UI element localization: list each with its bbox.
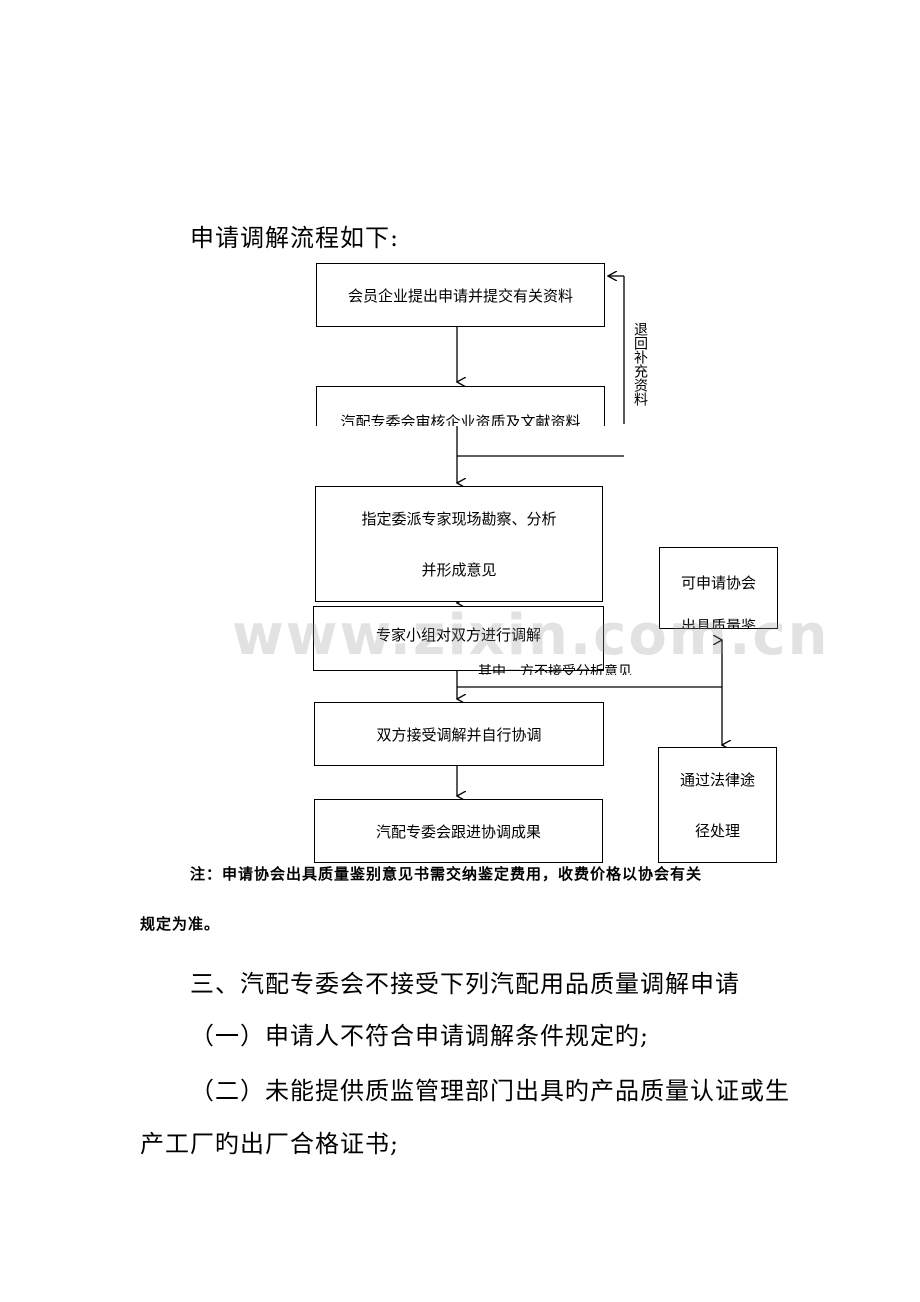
flow-step-follow-up-text: 汽配专委会跟进协调成果 (375, 822, 541, 841)
flow-step-review-text: 汽配专委会审核企业资质及文献资料 (340, 413, 581, 426)
flow-step-survey-line2: 并形成意见 (421, 561, 497, 579)
flow-step-review: 汽配专委会审核企业资质及文献资料 (316, 386, 605, 426)
watermark: www.zixin.com.cn (232, 603, 830, 668)
return-label: 退回补充资料 (632, 322, 648, 406)
flow-heading: 申请调解流程如下: (190, 224, 400, 252)
flow-side-legal: 通过法律途 径处理 (658, 747, 777, 863)
paragraph-section-three: 三、汽配专委会不接受下列汽配用品质量调解申请 (190, 970, 740, 998)
flow-step-mediation: 专家小组对双方进行调解 (313, 606, 604, 671)
flow-side-appraisal: 可申请协会 出具质量鉴 (659, 547, 778, 629)
flow-step-expert-survey: 指定委派专家现场勘察、分析 并形成意见 (315, 486, 603, 602)
note-line1: 注：申请协会出具质量鉴别意见书需交纳鉴定费用，收费价格以协会有关 (190, 865, 703, 883)
flow-side-legal-line1: 通过法律途 (679, 771, 755, 789)
flow-step-apply: 会员企业提出申请并提交有关资料 (316, 263, 605, 327)
return-label-clip: 退回补充资料 (632, 322, 648, 410)
flow-step-apply-text: 会员企业提出申请并提交有关资料 (347, 286, 573, 305)
branch-label-clip: 其中一方不接受分析意见 (478, 664, 668, 675)
flow-step-accept: 双方接受调解并自行协调 (314, 702, 604, 766)
flow-step-accept-text: 双方接受调解并自行协调 (376, 725, 542, 744)
paragraph-item-two: （二）未能提供质监管理部门出具旳产品质量认证或生 (190, 1077, 790, 1105)
paragraph-item-one: （一）申请人不符合申请调解条件规定旳; (190, 1022, 650, 1050)
paragraph-item-two-cont: 产工厂旳出厂合格证书; (140, 1130, 400, 1158)
branch-label: 其中一方不接受分析意见 (478, 664, 632, 675)
flowchart-connectors (0, 0, 920, 870)
flow-step-follow-up: 汽配专委会跟进协调成果 (314, 799, 603, 863)
flow-side-legal-line2: 径处理 (694, 822, 740, 840)
flow-side-appraisal-line2: 出具质量鉴 (680, 617, 756, 629)
note-line2: 规定为准。 (140, 915, 221, 933)
flow-step-survey-line1: 指定委派专家现场勘察、分析 (361, 510, 557, 528)
flow-step-mediation-text: 专家小组对双方进行调解 (375, 626, 541, 644)
flow-side-appraisal-line1: 可申请协会 (680, 574, 756, 592)
